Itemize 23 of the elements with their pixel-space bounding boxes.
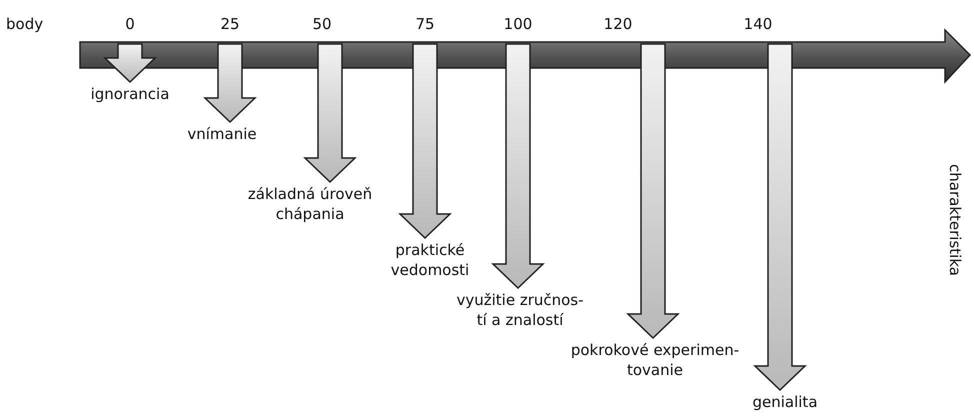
tick-label: 0 <box>125 14 135 34</box>
level-label: praktické vedomosti <box>380 240 480 280</box>
down-arrow <box>491 43 545 290</box>
tick-label: 25 <box>220 14 240 34</box>
down-arrow <box>398 43 452 240</box>
down-arrow <box>626 43 680 340</box>
tick-label: 50 <box>312 14 332 34</box>
down-arrow <box>303 43 357 184</box>
level-label: využitie zručnos- tí a znalostí <box>450 290 590 330</box>
axis-title: body <box>6 14 44 34</box>
level-label: vnímanie <box>172 124 272 144</box>
level-label: genialita <box>740 392 830 412</box>
tick-label: 75 <box>415 14 435 34</box>
down-arrow <box>103 43 157 84</box>
level-label: ignorancia <box>75 84 185 104</box>
down-arrow <box>203 43 257 124</box>
axis-title: charakteristika <box>945 164 965 276</box>
level-label: pokrokové experimen- tovanie <box>560 340 750 380</box>
level-label: základná úroveň chápania <box>240 184 380 224</box>
tick-label: 100 <box>504 14 532 34</box>
tick-label: 140 <box>744 14 772 34</box>
tick-label: 120 <box>604 14 632 34</box>
down-arrow <box>753 43 807 392</box>
